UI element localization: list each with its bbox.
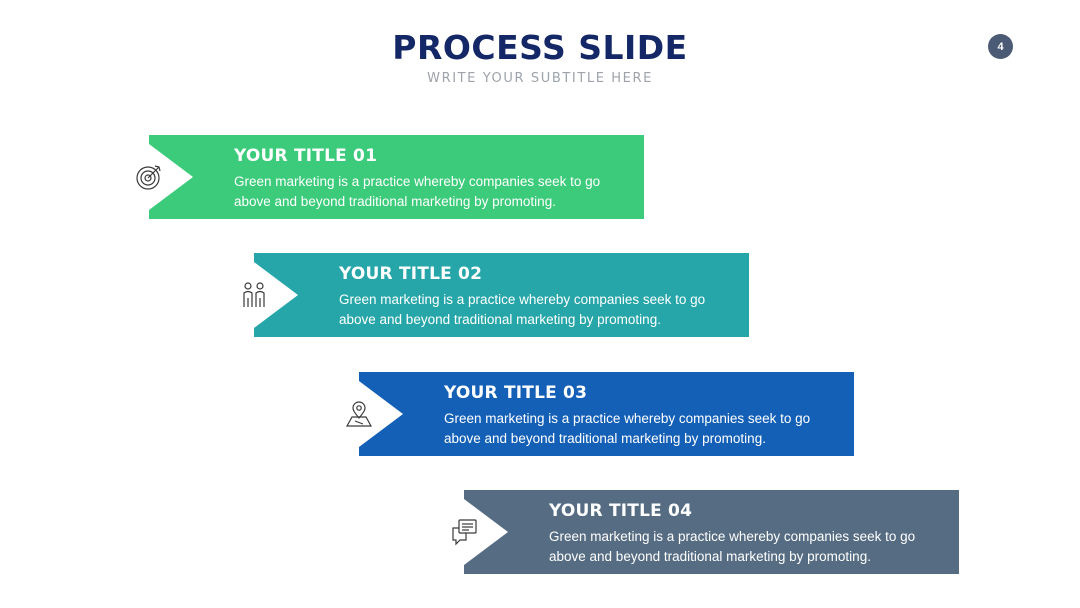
step-title: YOUR TITLE 02 [339,264,483,284]
page-subtitle: WRITE YOUR SUBTITLE HERE [427,71,653,86]
step-title: YOUR TITLE 03 [444,383,588,403]
arrow-shape [121,135,193,219]
step-description: Green marketing is a practice whereby co… [444,411,811,446]
step-description: Green marketing is a practice whereby co… [549,529,916,564]
step-title: YOUR TITLE 04 [549,501,693,521]
target-icon [136,165,161,190]
step-description: Green marketing is a practice whereby co… [339,292,706,327]
page-title: PROCESS SLIDE [392,28,688,67]
process-step-1: YOUR TITLE 01 Green marketing is a pract… [121,135,644,219]
step-title: YOUR TITLE 01 [234,146,378,166]
arrow-shape [226,253,298,337]
chat-icon [452,519,477,546]
team-icon [243,282,265,307]
process-step-3: YOUR TITLE 03 Green marketing is a pract… [331,372,854,456]
process-step-2: YOUR TITLE 02 Green marketing is a pract… [226,253,749,337]
process-step-4: YOUR TITLE 04 Green marketing is a pract… [436,490,959,574]
page-number-badge: 4 [988,34,1013,59]
arrow-shape [436,490,508,574]
step-description: Green marketing is a practice whereby co… [234,174,601,209]
arrow-shape [331,372,403,456]
map-pin-icon [345,401,373,427]
